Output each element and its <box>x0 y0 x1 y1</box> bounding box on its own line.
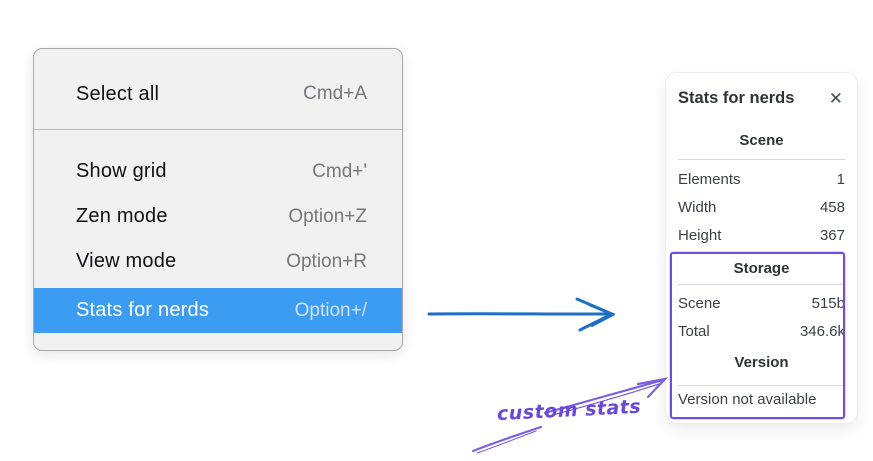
menu-item-select-all[interactable]: Select all Cmd+A <box>34 59 402 129</box>
stat-value: 367 <box>819 226 845 244</box>
section-divider <box>678 385 845 386</box>
menu-item-label: Stats for nerds <box>76 299 210 321</box>
stat-label: Elements <box>678 170 741 188</box>
menu-item-show-grid[interactable]: Show grid Cmd+' <box>34 149 402 194</box>
section-header-version: Version <box>734 354 789 371</box>
stat-row-height: Height 367 <box>678 221 845 249</box>
stat-row-width: Width 458 <box>678 193 845 221</box>
stats-panel-title: Stats for nerds <box>678 88 795 107</box>
section-header-storage: Storage <box>733 260 790 277</box>
stat-value: 1 <box>836 170 845 188</box>
stat-value: 458 <box>819 198 845 216</box>
menu-item-shortcut: Option+R <box>286 250 367 272</box>
menu-item-shortcut: Cmd+A <box>303 83 367 104</box>
purple-arrow <box>543 377 669 417</box>
menu-item-shortcut: Cmd+' <box>312 160 367 182</box>
stat-row-total-size: Total 346.6k <box>678 317 845 345</box>
section-divider <box>678 284 845 285</box>
stat-value: 346.6k <box>799 322 845 340</box>
menu-divider <box>34 129 402 130</box>
context-menu: Select all Cmd+A Show grid Cmd+' Zen mod… <box>33 48 403 351</box>
menu-item-label: Select all <box>76 82 160 105</box>
menu-item-shortcut: Option+Z <box>288 205 367 227</box>
close-icon[interactable]: ✕ <box>828 88 843 108</box>
menu-item-view-mode[interactable]: View mode Option+R <box>34 239 402 284</box>
menu-item-label: Show grid <box>76 160 167 182</box>
stat-label: Height <box>678 226 722 244</box>
blue-arrow <box>427 297 616 332</box>
menu-item-label: Zen mode <box>76 205 168 227</box>
menu-section-gap <box>34 130 402 149</box>
stat-label: Width <box>678 198 717 216</box>
stat-value: 515b <box>811 294 845 312</box>
stat-row-scene-size: Scene 515b <box>678 289 845 317</box>
menu-item-zen-mode[interactable]: Zen mode Option+Z <box>34 194 402 239</box>
section-header-scene: Scene <box>739 132 784 149</box>
stat-label: Scene <box>678 294 721 312</box>
menu-item-label: View mode <box>76 250 177 272</box>
stats-panel-titlebar: Stats for nerds ✕ <box>678 85 845 111</box>
version-note: Version not available <box>678 391 817 408</box>
purple-underline-stroke <box>471 425 543 454</box>
stats-panel: Stats for nerds ✕ Scene Elements 1 Width… <box>665 72 858 424</box>
menu-item-shortcut: Option+/ <box>294 299 367 321</box>
stat-row-elements: Elements 1 <box>678 165 845 193</box>
section-divider <box>678 159 845 160</box>
stat-label: Total <box>678 322 710 340</box>
menu-item-stats-for-nerds[interactable]: Stats for nerds Option+/ <box>34 288 402 333</box>
custom-stats-annotation: custom stats <box>496 395 642 426</box>
